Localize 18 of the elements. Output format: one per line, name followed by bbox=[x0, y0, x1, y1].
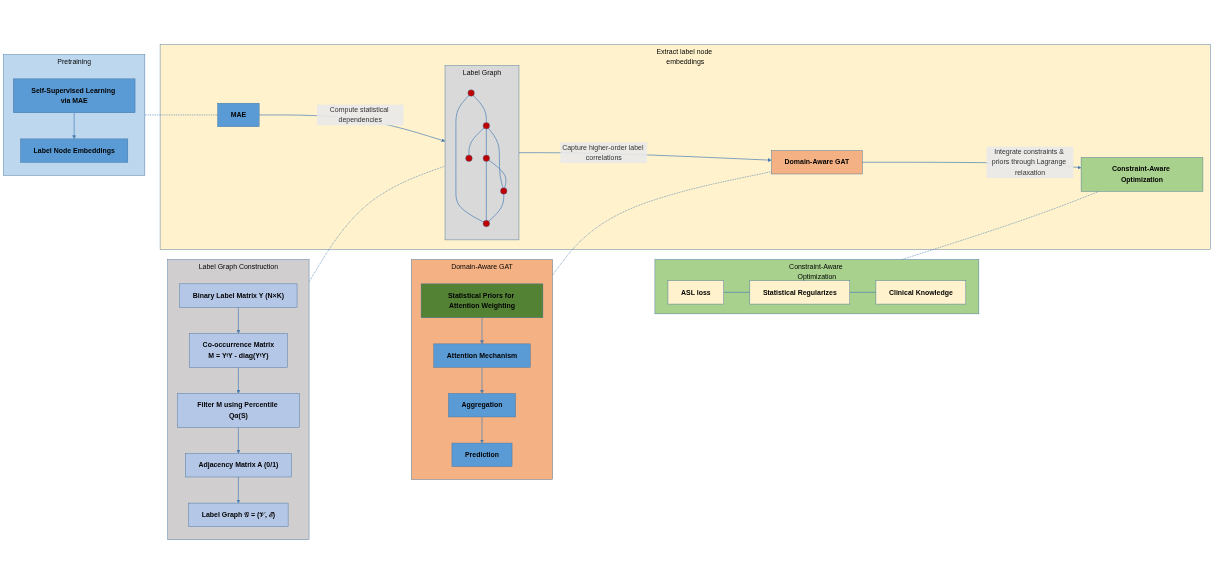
connector bbox=[144, 114, 218, 116]
node-circle bbox=[500, 187, 508, 195]
connector bbox=[488, 159, 507, 189]
connector bbox=[552, 171, 772, 276]
node-circle bbox=[467, 89, 475, 97]
node-circle bbox=[465, 154, 473, 162]
connector bbox=[468, 127, 485, 156]
connector bbox=[455, 95, 484, 223]
node-circle bbox=[482, 122, 490, 130]
connector bbox=[488, 193, 505, 222]
connector bbox=[488, 127, 504, 189]
connector bbox=[723, 291, 751, 293]
connector bbox=[486, 128, 487, 156]
connector bbox=[849, 291, 877, 293]
node-circle bbox=[482, 220, 490, 228]
node-circle bbox=[482, 154, 490, 162]
connector bbox=[486, 161, 487, 221]
connector bbox=[473, 95, 487, 123]
